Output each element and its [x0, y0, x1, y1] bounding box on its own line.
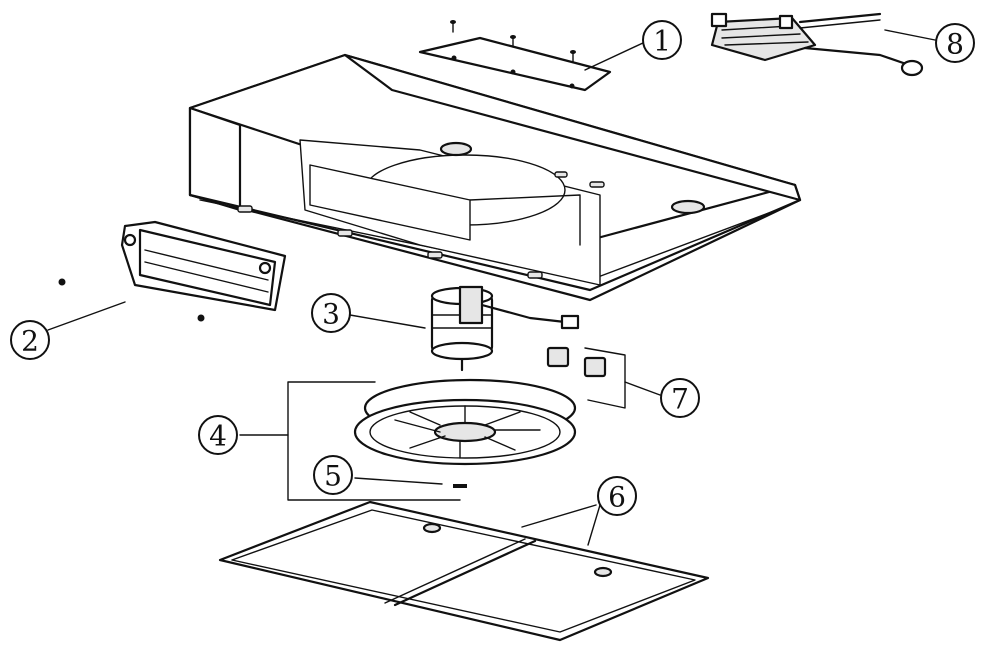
leader-line-2: [47, 301, 126, 331]
callout-label: 7: [671, 383, 689, 416]
callout-label: 6: [608, 481, 626, 514]
callout-label: 2: [21, 325, 39, 358]
callout-4: 4: [198, 415, 238, 455]
callout-7: 7: [660, 378, 700, 418]
callout-label: 4: [209, 420, 227, 453]
capacitors: [546, 346, 626, 409]
leader-line-8: [884, 29, 936, 41]
callout-8: 8: [935, 23, 975, 63]
leader-line-7: [624, 381, 661, 396]
hood-body: [188, 53, 802, 302]
plate-screws: [450, 20, 576, 63]
callout-3: 3: [311, 293, 351, 333]
fan-wheel: [353, 378, 577, 466]
callout-label: 3: [322, 298, 340, 331]
wiring-harness: [710, 12, 924, 77]
light-box-screw: [58, 278, 66, 286]
callout-6: 6: [597, 476, 637, 516]
leader-line-3: [349, 314, 426, 329]
leader-line-6b: [587, 504, 601, 546]
callout-5: 5: [313, 455, 353, 495]
light-box: [120, 220, 287, 312]
light-box-screw: [197, 314, 205, 322]
fan-nut: [453, 484, 467, 488]
leader-line-5: [354, 477, 443, 485]
motor: [430, 285, 580, 372]
leader-line-1: [584, 41, 646, 71]
group-bracket-4: [287, 381, 461, 501]
callout-1: 1: [642, 20, 682, 60]
callout-label: 8: [946, 28, 964, 61]
top-cover-plate: [418, 36, 612, 92]
grease-filters: [218, 500, 710, 642]
leader-line-6a: [521, 504, 597, 528]
callout-label: 5: [324, 460, 342, 493]
callout-label: 1: [653, 25, 671, 58]
callout-2: 2: [10, 320, 50, 360]
